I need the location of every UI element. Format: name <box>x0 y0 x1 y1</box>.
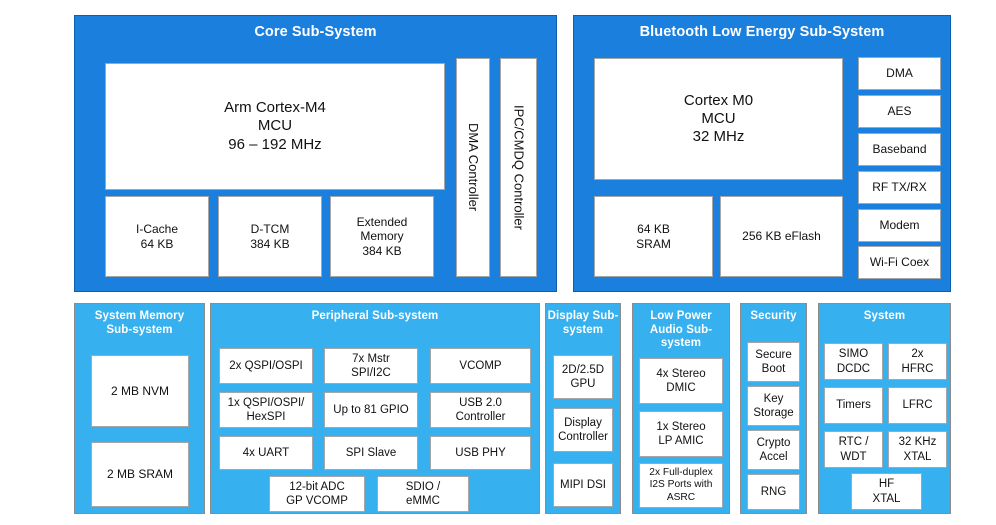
core-dma-controller: DMA Controller <box>456 58 490 277</box>
display-block-mipi-dsi: MIPI DSI <box>553 463 613 507</box>
system-memory-block-sram: 2 MB SRAM <box>91 442 189 507</box>
audio-block-i2s-ports-asrc: 2x Full-duplex I2S Ports with ASRC <box>639 463 723 508</box>
system-block-timers: Timers <box>824 387 883 424</box>
display-subsystem-title: Display Sub-system <box>547 310 619 336</box>
ble-memory-eflash: 256 KB eFlash <box>720 196 843 277</box>
ble-block-rf-tx-rx: RF TX/RX <box>858 171 941 204</box>
ble-block-modem: Modem <box>858 209 941 242</box>
core-subsystem-title: Core Sub-System <box>254 24 377 40</box>
system-memory-block-nvm: 2 MB NVM <box>91 355 189 427</box>
core-mcu-block: Arm Cortex-M4 MCU 96 – 192 MHz <box>105 63 445 190</box>
display-block-controller: Display Controller <box>553 408 613 452</box>
peripheral-block-qspi-ospi: 2x QSPI/OSPI <box>219 348 313 384</box>
system-block-32khz-xtal: 32 KHz XTAL <box>888 431 947 468</box>
ble-block-aes: AES <box>858 95 941 128</box>
ble-block-baseband: Baseband <box>858 133 941 166</box>
ble-subsystem-title: Bluetooth Low Energy Sub-System <box>639 24 885 40</box>
audio-block-1x-stereo-lp-amic: 1x Stereo LP AMIC <box>639 411 723 457</box>
display-block-gpu: 2D/2.5D GPU <box>553 355 613 399</box>
core-ipc-cmdq-controller: IPC/CMDQ Controller <box>500 58 537 277</box>
ble-block-dma: DMA <box>858 57 941 90</box>
security-block-key-storage: Key Storage <box>747 386 800 426</box>
ble-block-wifi-coex: Wi-Fi Coex <box>858 246 941 279</box>
system-block-simo-dcdc: SIMO DCDC <box>824 343 883 380</box>
peripheral-block-gpio: Up to 81 GPIO <box>324 392 418 428</box>
system-block-2x-hfrc: 2x HFRC <box>888 343 947 380</box>
peripheral-block-usb-phy: USB PHY <box>430 436 531 470</box>
security-block-secure-boot: Secure Boot <box>747 342 800 382</box>
peripheral-block-1x-qspi-ospi-hexspi: 1x QSPI/OSPI/ HexSPI <box>219 392 313 428</box>
peripheral-subsystem-title: Peripheral Sub-system <box>311 310 439 322</box>
system-memory-subsystem-title: System Memory Sub-system <box>94 310 185 336</box>
system-block-hf-xtal: HF XTAL <box>851 473 922 510</box>
core-memory-i-cache: I-Cache 64 KB <box>105 196 209 277</box>
core-memory-d-tcm: D-TCM 384 KB <box>218 196 322 277</box>
peripheral-block-7x-mstr-spi-i2c: 7x Mstr SPI/I2C <box>324 348 418 384</box>
security-block-crypto-accel: Crypto Accel <box>747 430 800 470</box>
system-block-rtc-wdt: RTC / WDT <box>824 431 883 468</box>
peripheral-block-12bit-adc: 12-bit ADC GP VCOMP <box>269 476 365 512</box>
audio-block-4x-stereo-dmic: 4x Stereo DMIC <box>639 358 723 404</box>
security-title: Security <box>750 310 797 322</box>
peripheral-block-sdio-emmc: SDIO / eMMC <box>377 476 469 512</box>
peripheral-block-spi-slave: SPI Slave <box>324 436 418 470</box>
system-title: System <box>863 310 906 322</box>
peripheral-block-usb-2-controller: USB 2.0 Controller <box>430 392 531 428</box>
peripheral-block-vcomp: VCOMP <box>430 348 531 384</box>
core-memory-extended: Extended Memory 384 KB <box>330 196 434 277</box>
system-block-lfrc: LFRC <box>888 387 947 424</box>
peripheral-block-4x-uart: 4x UART <box>219 436 313 470</box>
ble-mcu-block: Cortex M0 MCU 32 MHz <box>594 58 843 180</box>
ble-memory-sram: 64 KB SRAM <box>594 196 713 277</box>
low-power-audio-subsystem-title: Low Power Audio Sub-system <box>649 310 713 350</box>
security-block-rng: RNG <box>747 474 800 510</box>
